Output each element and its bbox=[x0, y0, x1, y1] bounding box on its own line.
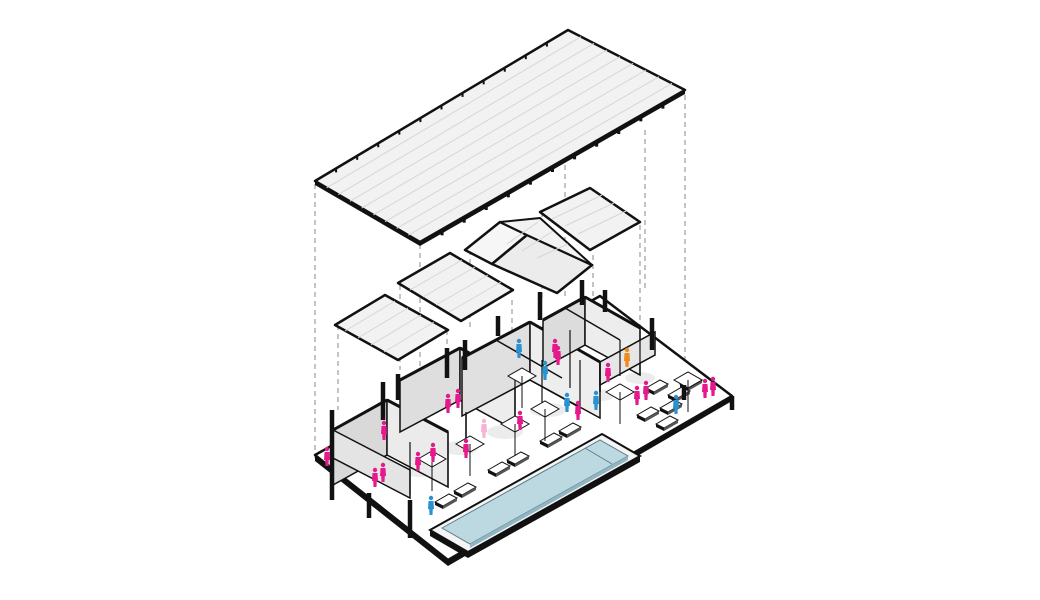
roof-rib bbox=[349, 49, 608, 202]
person-icon bbox=[542, 360, 548, 380]
roof-rib bbox=[326, 36, 582, 189]
swimming-pool bbox=[427, 432, 643, 558]
roof-joist bbox=[482, 81, 485, 85]
roof-joist bbox=[356, 156, 359, 160]
person-icon bbox=[710, 376, 716, 396]
person-icon bbox=[517, 410, 523, 430]
roof-joist bbox=[661, 103, 665, 109]
roof-joist bbox=[461, 93, 464, 97]
sun-lounger-icon bbox=[538, 432, 564, 448]
pavilion-roof-2 bbox=[396, 251, 515, 323]
person-icon bbox=[381, 420, 387, 440]
roof-joist bbox=[335, 169, 338, 173]
roof-rib bbox=[396, 76, 660, 229]
people bbox=[324, 338, 716, 515]
roof-joist bbox=[398, 131, 401, 135]
person-icon bbox=[324, 446, 330, 466]
person-icon bbox=[624, 347, 630, 367]
person-icon bbox=[516, 338, 522, 358]
person-icon bbox=[673, 394, 679, 414]
roof-joist bbox=[377, 144, 380, 148]
person-icon bbox=[445, 393, 451, 413]
umbrella-icon bbox=[604, 383, 636, 424]
person-icon bbox=[605, 362, 611, 382]
main-roof bbox=[313, 28, 687, 246]
umbrella-icon bbox=[506, 367, 538, 408]
person-icon bbox=[643, 380, 649, 400]
roof-joist bbox=[528, 179, 532, 185]
roof-joist bbox=[462, 217, 466, 223]
roof-joist bbox=[545, 43, 548, 47]
sun-lounger-icon bbox=[557, 422, 583, 438]
person-icon bbox=[380, 462, 386, 482]
person-icon bbox=[428, 495, 434, 515]
person-icon bbox=[415, 451, 421, 471]
sun-lounger-icon bbox=[452, 482, 478, 498]
sun-lounger-icon bbox=[654, 415, 680, 431]
person-icon bbox=[564, 392, 570, 412]
structural-columns bbox=[329, 280, 735, 538]
person-icon bbox=[634, 385, 640, 405]
roof-rib bbox=[373, 62, 634, 216]
person-icon bbox=[463, 438, 469, 458]
roof-rib bbox=[408, 82, 673, 236]
umbrella-icon bbox=[529, 400, 561, 441]
person-icon bbox=[593, 390, 599, 410]
person-icon bbox=[372, 467, 378, 487]
roof-joist bbox=[419, 119, 422, 123]
roof-joist bbox=[573, 154, 577, 160]
pavilion-roof-4 bbox=[538, 186, 642, 252]
pavilion-roof-3-pitched bbox=[463, 217, 594, 295]
roof-rib bbox=[338, 42, 595, 195]
ground-shadow bbox=[625, 372, 655, 384]
person-icon bbox=[455, 388, 461, 408]
roof-joist bbox=[617, 129, 621, 134]
person-icon bbox=[481, 418, 487, 438]
sun-loungers bbox=[433, 375, 704, 509]
roof-joist bbox=[440, 230, 444, 236]
sun-lounger-icon bbox=[635, 406, 661, 422]
roof-joist bbox=[639, 116, 643, 122]
roof-rib bbox=[361, 56, 621, 209]
roof-joist bbox=[551, 167, 554, 172]
roof-joist bbox=[440, 106, 443, 110]
person-icon bbox=[430, 442, 436, 462]
roof-rib bbox=[384, 69, 647, 223]
roof-joist bbox=[503, 68, 506, 72]
sun-lounger-icon bbox=[433, 493, 459, 509]
sun-lounger-icon bbox=[505, 451, 531, 467]
person-icon bbox=[552, 338, 558, 358]
roof-joist bbox=[524, 56, 527, 60]
roof-joist bbox=[506, 192, 510, 198]
person-icon bbox=[702, 378, 708, 398]
person-icon bbox=[575, 400, 581, 420]
roof-joist bbox=[595, 141, 599, 147]
roof-joist bbox=[484, 205, 488, 210]
pavilion-roof-1 bbox=[333, 293, 450, 362]
sun-lounger-icon bbox=[486, 461, 512, 477]
